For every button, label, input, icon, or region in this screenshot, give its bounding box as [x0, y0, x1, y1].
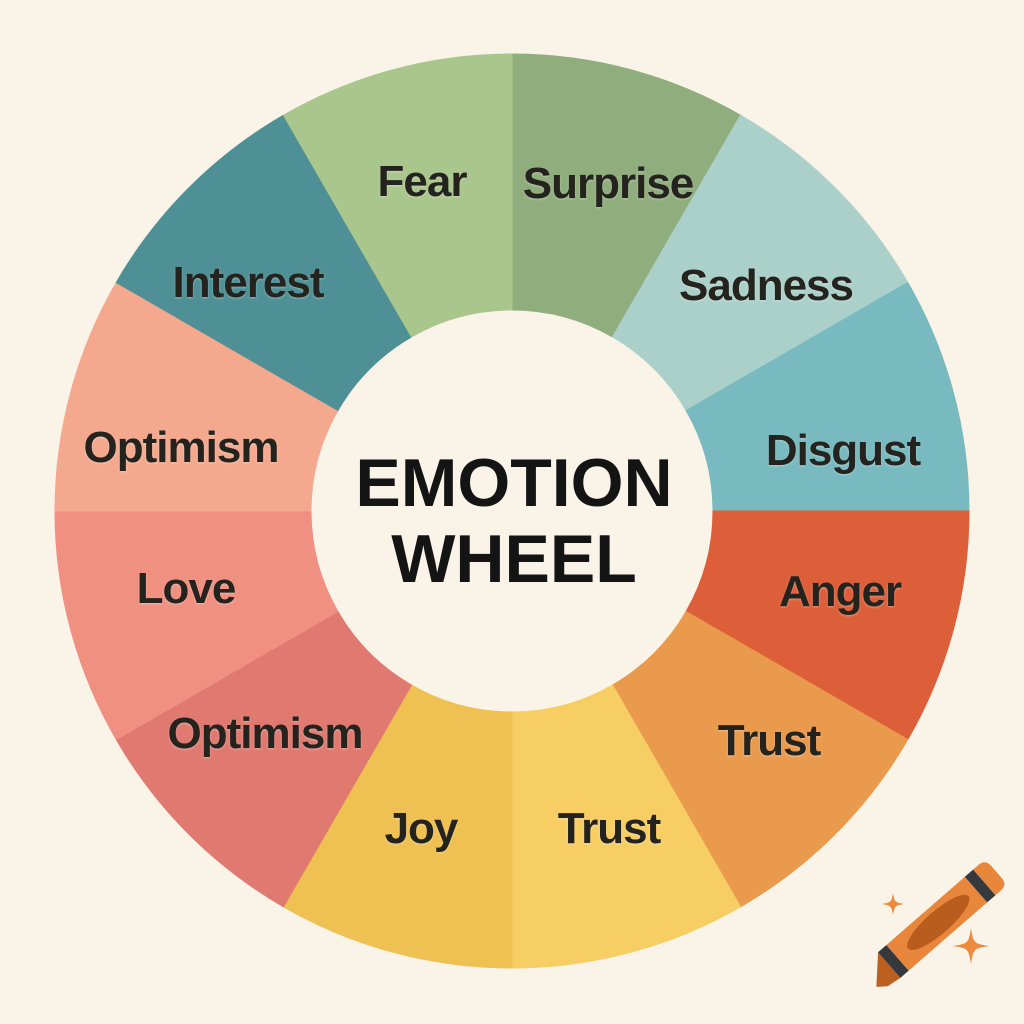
craiyon-crayon-logo-icon	[876, 862, 1005, 987]
title-line-1: EMOTION	[355, 445, 673, 521]
crayon-stripe-back	[964, 869, 996, 903]
wheel-segment-love	[54, 510, 339, 741]
wheel-segment-joy	[282, 684, 513, 969]
wheel-segment-trust	[511, 684, 742, 969]
wheel-segment-trust	[611, 610, 909, 908]
wheel-center-title: EMOTION WHEEL	[355, 445, 672, 597]
segment-label-interest: Interest	[172, 258, 325, 307]
crayon-end-cap	[973, 862, 1005, 896]
title-line-2: WHEEL	[391, 521, 637, 597]
crayon-oval	[907, 894, 970, 951]
segment-label-fear: Fear	[377, 157, 468, 206]
wheel-segment-optimism	[54, 281, 339, 512]
sparkle-icon-small	[882, 893, 904, 915]
wheel-segment-anger	[685, 510, 970, 741]
crayon-tip	[876, 952, 901, 987]
wheel-segment-interest	[115, 114, 413, 412]
segment-label-surprise: Surprise	[522, 159, 695, 208]
segment-label-optimism: Optimism	[83, 423, 280, 472]
segment-label-optimism: Optimism	[167, 709, 364, 758]
segment-label-trust: Trust	[717, 716, 822, 765]
segment-label-disgust: Disgust	[765, 426, 921, 475]
segment-label-sadness: Sadness	[679, 261, 854, 310]
crayon-stripe-front	[878, 945, 909, 978]
sparkle-icon-large	[953, 928, 989, 964]
wheel-segment-surprise	[511, 53, 742, 338]
wheel-segment-optimism	[115, 610, 413, 908]
wheel-segment-fear	[282, 53, 513, 338]
segment-label-joy: Joy	[384, 804, 459, 853]
wheel-segment-disgust	[685, 281, 970, 512]
segment-label-trust: Trust	[557, 804, 662, 853]
wheel-segment-sadness	[611, 114, 909, 412]
segment-label-anger: Anger	[778, 567, 902, 616]
segment-label-love: Love	[136, 564, 237, 613]
